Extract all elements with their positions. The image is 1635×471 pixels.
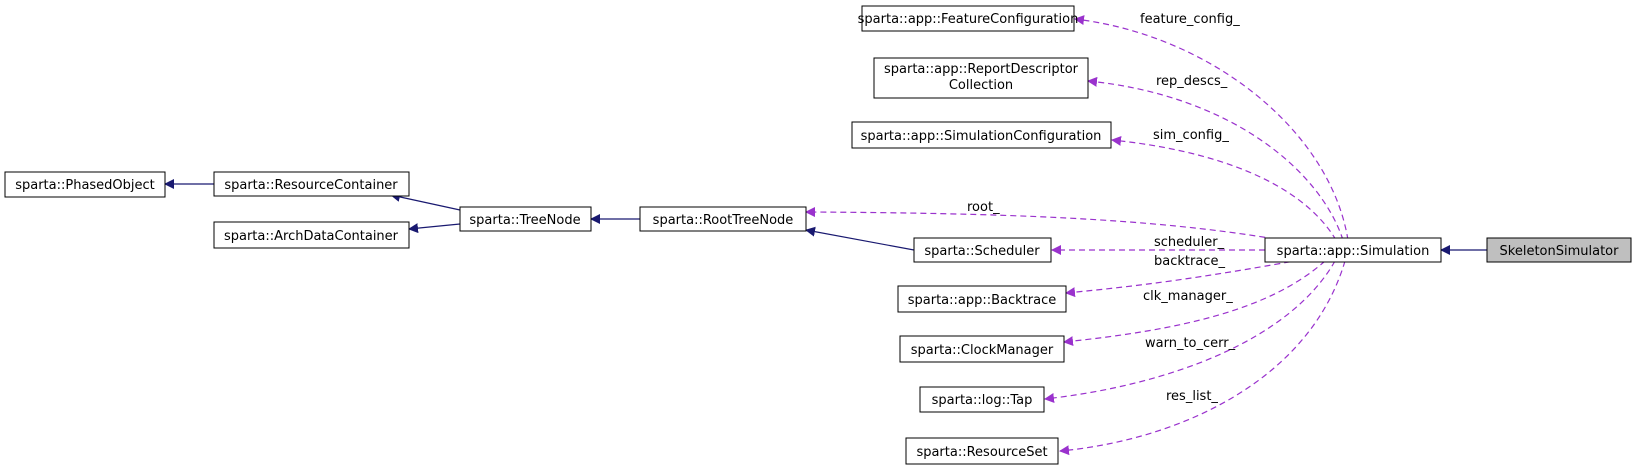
node-label: sparta::ClockManager [911,343,1054,358]
node-arch-data-container[interactable]: sparta::ArchDataContainer [213,221,410,249]
label-sim-config: sim_config_ [1153,128,1229,143]
node-feature-configuration[interactable]: sparta::app::FeatureConfiguration [858,5,1079,32]
node-label: SkeletonSimulator [1500,244,1620,259]
node-label: sparta::ArchDataContainer [224,229,399,244]
edge-labels: feature_config_ rep_descs_ sim_config_ r… [967,12,1240,404]
edge-simulation-to-simulationconfiguration [1111,135,1337,241]
node-label: sparta::ResourceSet [916,445,1047,460]
node-label-line-1: sparta::app::ReportDescriptor [884,62,1079,77]
node-label-line-2: Collection [949,78,1013,93]
label-backtrace: backtrace_ [1154,254,1225,269]
inheritance-edges [164,179,1487,255]
label-warn-to-cerr: warn_to_cerr_ [1145,336,1236,351]
node-scheduler[interactable]: sparta::Scheduler [913,237,1052,263]
node-label: sparta::RootTreeNode [653,213,794,228]
edge-simulation-to-resourceset [1059,260,1346,456]
node-label: sparta::app::Simulation [1277,244,1430,259]
node-simulation[interactable]: sparta::app::Simulation [1264,237,1442,263]
node-root-tree-node[interactable]: sparta::RootTreeNode [639,206,807,232]
node-label: sparta::app::Backtrace [908,293,1057,308]
edge-simulation-to-roottreenode [805,207,1276,240]
member-edges [805,15,1349,456]
edge-treenode-to-archdatacontainer [408,223,461,234]
node-backtrace[interactable]: sparta::app::Backtrace [897,285,1067,313]
node-skeleton-simulator[interactable]: SkeletonSimulator [1486,237,1632,263]
node-resource-container[interactable]: sparta::ResourceContainer [213,171,410,197]
node-simulation-configuration[interactable]: sparta::app::SimulationConfiguration [851,121,1112,149]
label-root: root_ [967,200,1000,215]
label-clk-manager: clk_manager_ [1143,289,1233,304]
node-label: sparta::TreeNode [469,213,580,228]
edge-simulation-to-logtap [1044,260,1336,403]
label-rep-descs: rep_descs_ [1156,74,1228,89]
node-clock-manager[interactable]: sparta::ClockManager [899,335,1065,363]
node-label: sparta::Scheduler [924,244,1040,259]
node-report-descriptor-collection[interactable]: sparta::app::ReportDescriptor Collection [873,57,1089,99]
node-phased-object[interactable]: sparta::PhasedObject [4,171,166,198]
node-resource-set[interactable]: sparta::ResourceSet [905,437,1059,465]
nodes: SkeletonSimulator sparta::app::Simulatio… [4,5,1632,465]
node-log-tap[interactable]: sparta::log::Tap [919,386,1045,413]
label-feature-config: feature_config_ [1140,12,1240,27]
edge-scheduler-to-roottreenode [805,226,915,251]
edge-simulation-to-featureconfiguration [1074,15,1349,241]
node-tree-node[interactable]: sparta::TreeNode [459,206,592,232]
edge-treenode-to-resourcecontainer [390,192,461,211]
label-res-list: res_list_ [1166,389,1218,404]
edge-simulation-to-clockmanager [1063,260,1326,347]
node-label: sparta::app::FeatureConfiguration [858,12,1079,27]
node-label: sparta::log::Tap [932,393,1033,408]
edge-simulation-to-reportdescriptorcollection [1087,76,1344,241]
label-scheduler: scheduler_ [1154,235,1225,250]
node-label: sparta::app::SimulationConfiguration [861,129,1102,144]
node-label: sparta::ResourceContainer [224,178,398,193]
node-label: sparta::PhasedObject [15,178,155,193]
